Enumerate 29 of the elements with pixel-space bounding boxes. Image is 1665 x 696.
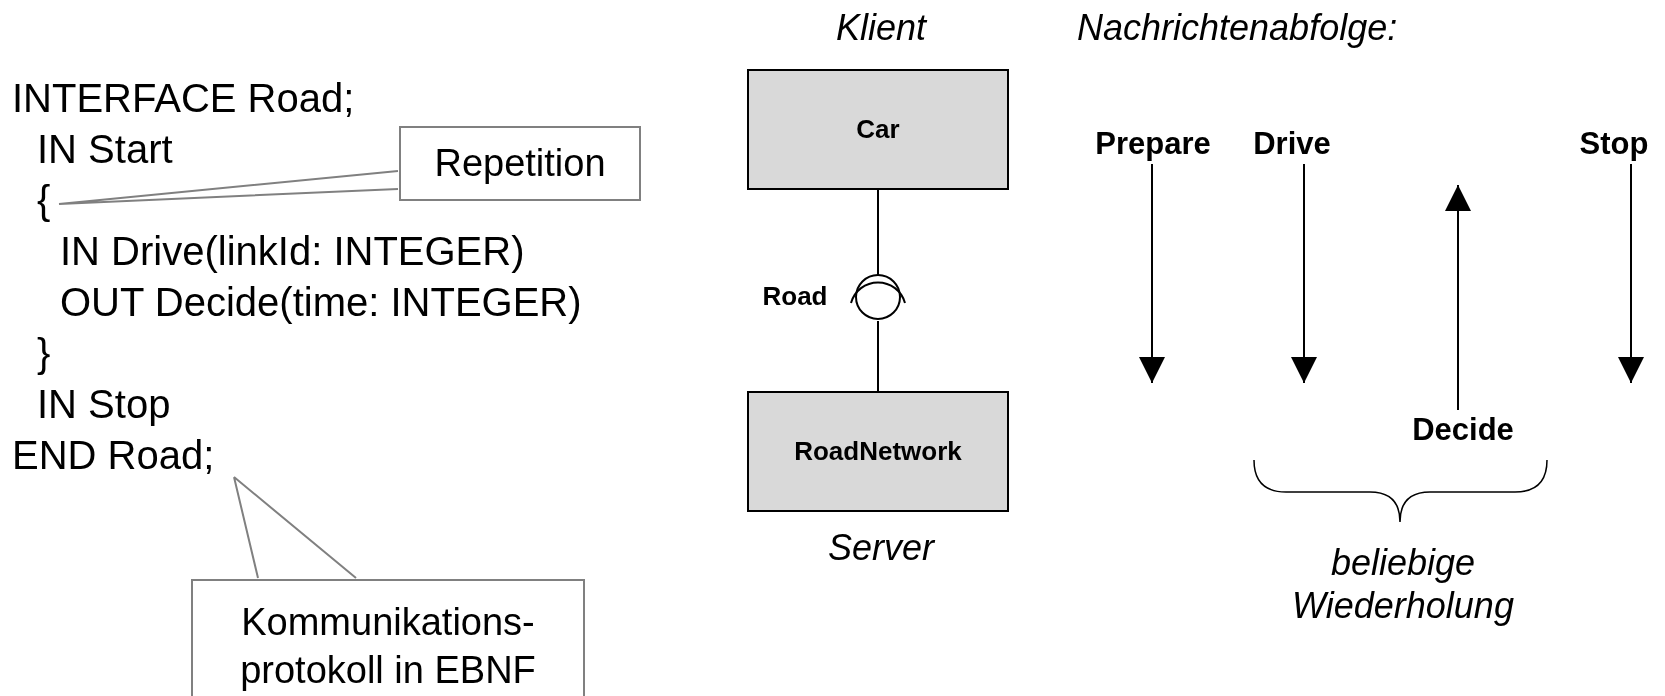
connector-line <box>877 320 879 392</box>
role-label: Server <box>828 526 934 570</box>
code-line: { <box>37 177 51 224</box>
code-line: END Road; <box>12 432 215 479</box>
message-arrow <box>1618 163 1644 384</box>
code-line: IN Drive(linkId: INTEGER) <box>60 228 525 275</box>
message-label: Decide <box>1395 410 1531 450</box>
code-line: INTERFACE Road; <box>12 75 355 122</box>
component-box: Car <box>747 69 1009 190</box>
interface-label: Road <box>762 281 828 313</box>
component-box: RoadNetwork <box>747 391 1009 512</box>
callout-pointer <box>58 170 399 205</box>
code-line: OUT Decide(time: INTEGER) <box>60 279 582 326</box>
message-arrow <box>1445 184 1471 411</box>
callout-box: Kommunikations- protokoll in EBNF <box>191 579 585 696</box>
message-label: Stop <box>1574 124 1654 164</box>
message-arrow <box>1291 163 1317 384</box>
callout-box: Repetition <box>399 126 641 201</box>
message-arrow <box>1139 163 1165 384</box>
message-label: Drive <box>1244 124 1340 164</box>
message-label: Prepare <box>1084 124 1222 164</box>
connector-line <box>877 189 879 276</box>
section-heading: Nachrichtenabfolge: <box>1077 6 1398 50</box>
code-line: } <box>37 330 51 377</box>
brace-label: beliebige Wiederholung <box>1291 540 1515 628</box>
code-line: IN Start <box>37 126 173 173</box>
code-line: IN Stop <box>37 381 171 428</box>
role-label: Klient <box>835 6 927 50</box>
callout-pointer <box>233 476 357 579</box>
